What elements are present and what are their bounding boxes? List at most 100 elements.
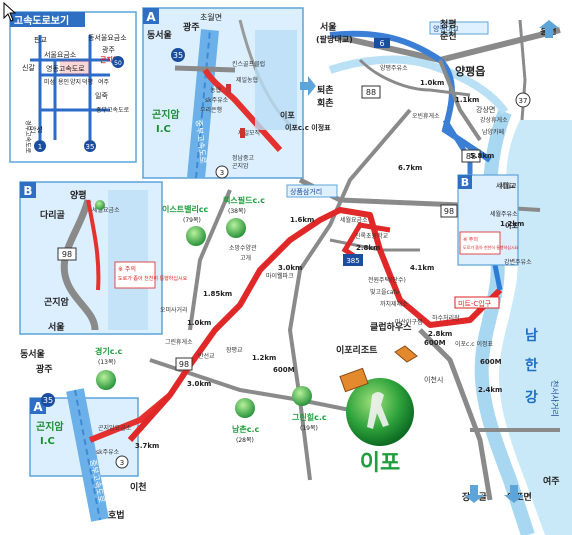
label-cheonseo: 천서사거리 [550, 380, 560, 417]
label-obin-rest: 오빈휴게소 [412, 112, 440, 120]
river-char-2: 한 [525, 358, 538, 374]
dist-17: 5.8km [470, 152, 494, 160]
label-gonjiam-ab: 곤지암 [36, 420, 64, 433]
label-sk-ab: sk주유소 [96, 449, 120, 456]
golf-rexfield: 렉스필드c.c (38목) [223, 195, 265, 238]
golf-greenhill-holes: (19목) [300, 425, 318, 432]
legend-deokpyeong: 덕평 [82, 78, 93, 86]
inset-b-right: B 세월교 세월주유소 이포 ※ 주의 도로가 좁아 천천히 통행하십시요 [457, 174, 519, 266]
label-cheongpyeong: 청평 [440, 18, 457, 30]
ipo-logo: 이포 [346, 378, 414, 476]
golf-gyeonggi-name: 경기c.c [95, 346, 123, 356]
shield-6: 6 [379, 39, 384, 48]
golf-greenhill: 그린힐c.c (19목) [292, 386, 327, 432]
traffic-light-icon [240, 128, 245, 138]
dist-9: 2.8km [356, 244, 380, 252]
label-hobeop: 호법 [108, 509, 125, 521]
label-gonjiam-tg: 곤지암요금소 [98, 424, 132, 432]
label-sangpum: 상품삼거리 [290, 187, 322, 196]
dist-19: 1.2km [500, 220, 524, 228]
dist-8: 3.7km [135, 442, 159, 450]
label-jangheungri: 클럽하우스 [370, 321, 412, 333]
label-ic-ab: I.C [40, 436, 55, 447]
legend-yeongdong: 영동고속도로 [46, 64, 85, 73]
dist-18: 6.7km [398, 164, 422, 172]
legend-anseong: 안성 [30, 125, 43, 134]
inset-a-top: A 35 초월면 동서울 광주 곤지암 I.C 중부고속도로 킨스골프클럽 제일… [142, 7, 304, 179]
label-kins: 킨스골프클럽 [232, 60, 265, 68]
shield-98-main: 98 [179, 360, 189, 369]
legend-yongin: 용인 [58, 79, 69, 86]
dist-11: 2.8km [428, 330, 452, 338]
legend-gyeongbu: 경부고속도로 [24, 120, 32, 154]
golf-namchon-holes: (28목) [236, 437, 254, 444]
dist-12: 600M [424, 339, 446, 347]
shield-98-right: 98 [444, 207, 454, 216]
shield-35-top: 35 [173, 51, 183, 60]
label-icheon-ab: 이천 [130, 481, 147, 493]
inset-b-right-letter: B [461, 176, 469, 189]
shield-3-top: 3 [220, 169, 224, 177]
river-char-3: 강 [525, 389, 538, 406]
golf-ball-icon [235, 398, 255, 418]
legend-jungbu: 중부고속도로 [96, 106, 130, 114]
label-jeil: 제일농협 [236, 76, 258, 84]
building-icon [339, 345, 418, 393]
shield-88-mid: 88 [466, 152, 476, 161]
label-ipo-resort: 이천시 [424, 375, 443, 384]
label-seoul: 서울 [320, 21, 337, 33]
shield-98-b: 98 [62, 250, 72, 259]
inset-a-bottom-letter: A [33, 400, 43, 414]
river-char-1: 남 [525, 327, 538, 344]
shield-88-top: 88 [366, 88, 376, 97]
golf-ball-icon [226, 218, 246, 238]
legend-shield-50: 50 [114, 60, 122, 67]
label-manseon: 만선교 [198, 352, 215, 360]
label-bitgoeul: 빛고을cafe [370, 288, 400, 296]
label-janggyo: 장평교 [226, 346, 243, 354]
dist-15: 1.0km [420, 79, 444, 87]
golf-rexfield-name: 렉스필드c.c [223, 195, 265, 205]
golf-ball-icon [186, 226, 206, 246]
dist-13: 600M [480, 358, 502, 366]
label-sinrok: 신록초등학교 [355, 232, 389, 240]
inset-a-top-letter: A [146, 10, 156, 24]
legend-gonjiam: 곤지암 [100, 55, 120, 64]
label-ipo-r: 이포 [505, 221, 518, 230]
note-title-r: ※ 주의 [463, 236, 478, 243]
label-hoechon: 회촌 [317, 97, 334, 109]
golf-namchon-name: 남촌c.c [232, 424, 260, 434]
label-mit-c: 미트-C입구 [458, 299, 492, 308]
traffic-light-icon [226, 84, 231, 94]
dist-1: 1.6km [290, 216, 314, 224]
ipo-logo-text: 이포 [360, 451, 400, 476]
legend-title: 고속도로보기 [14, 14, 69, 27]
legend-panel: 고속도로보기 판교 동서울요금소 신갈 광주 곤지암 서울요금소 영동고속도로 … [9, 11, 137, 163]
shield-385: 385 [346, 257, 359, 265]
golf-namchon: 남촌c.c (28목) [232, 398, 260, 444]
legend-singal: 신갈 [22, 63, 35, 72]
dist-14: 2.4km [478, 386, 502, 394]
label-dongseoul-a: 동서울 [147, 29, 172, 41]
label-ipocc-sign1: 이포c.c 이정표 [285, 123, 331, 132]
label-nonghyup-a: 농협 [210, 86, 221, 94]
label-gangbyeon-gas: 강변주유소 [504, 258, 532, 266]
golf-ball-icon [96, 370, 116, 390]
label-omisageori: 오미사거리 [160, 306, 188, 314]
shield-35-bottom: 35 [43, 396, 53, 405]
highlight-labels: 상품삼거리 양평대교 미트-C입구 [286, 21, 500, 309]
label-dongseoul-ab: 동서울 [20, 348, 45, 360]
label-gogae: 고개 [240, 254, 251, 262]
label-gonjiam2-a: 곤지암 [232, 162, 249, 170]
place-labels: 서울 (팔당대교) 춘천 청평 홍천 양평읍 양평주유소 오빈휴게소 강상휴게소… [316, 18, 560, 503]
golf-greenhill-name: 그린힐c.c [292, 412, 327, 422]
golf-courses: 이스트밸리cc (79목) 렉스필드c.c (38목) 경기c.c (13목) … [95, 195, 327, 444]
label-chowol: 초월면 [200, 12, 222, 22]
legend-shield-1: 1 [38, 143, 42, 151]
golf-rexfield-holes: (38목) [228, 208, 246, 215]
label-sewol-gas-r: 세월주유소 [490, 210, 518, 218]
label-gwangju-a: 광주 [183, 21, 200, 33]
dist-10: 4.1km [410, 264, 434, 272]
label-mywell: 마이웰파크 [266, 272, 294, 280]
golfer-icon [367, 392, 389, 429]
